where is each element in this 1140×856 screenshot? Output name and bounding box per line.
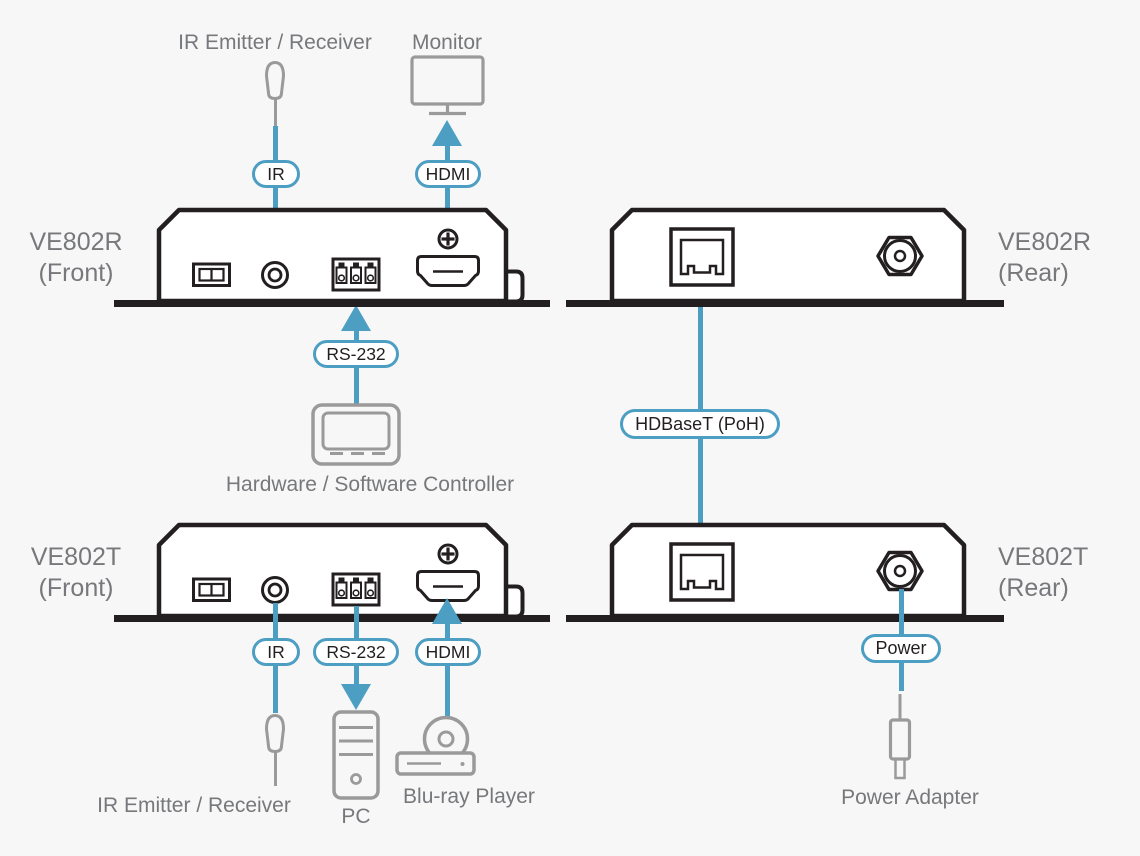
rs232-arrow-to-pc	[341, 684, 371, 710]
rj45-port	[669, 542, 735, 602]
ve802r-rear-device	[566, 207, 1004, 307]
hdmi-badge-r: HDMI	[415, 160, 481, 188]
hdmi-line-t	[445, 622, 450, 716]
hdmi-port	[416, 255, 480, 287]
rs232-badge-t: RS-232	[313, 638, 399, 666]
screw-icon	[437, 228, 459, 250]
controller-label: Hardware / Software Controller	[225, 473, 515, 496]
device-name: VE802T	[998, 543, 1089, 571]
pc-label: PC	[341, 805, 371, 828]
bluray-player-icon	[395, 715, 476, 776]
ve802r-front-device	[114, 207, 550, 307]
ir-emitter-cable	[273, 97, 277, 127]
hdmi-port	[416, 570, 480, 602]
device-view: (Front)	[38, 259, 114, 287]
pc-icon	[332, 710, 380, 800]
power-jack	[876, 235, 924, 277]
rs232-badge-r: RS-232	[313, 340, 399, 368]
ir-badge-t: IR	[252, 638, 300, 666]
hdmi-arrow-to-device	[432, 598, 462, 624]
dip-switch	[192, 262, 231, 287]
ir-emitter-receiver-top-label: IR Emitter / Receiver	[178, 31, 372, 54]
ve802t-front-device	[114, 522, 550, 622]
power-adapter-icon	[888, 694, 912, 780]
rs232-arrow-to-device	[341, 305, 371, 331]
ir-emitter-icon-bottom	[264, 713, 286, 754]
hdmi-badge-t: HDMI	[415, 638, 481, 666]
bluray-player-label: Blu-ray Player	[403, 785, 535, 808]
ir-emitter-cable-bottom	[273, 750, 277, 786]
hdbaset-badge: HDBaseT (PoH)	[620, 409, 780, 439]
ve802t-rear-title: VE802T (Rear)	[998, 542, 1128, 604]
power-adapter-label: Power Adapter	[841, 786, 979, 809]
hdmi-arrow-to-monitor	[432, 120, 462, 146]
rj45-port	[669, 227, 735, 287]
rs232-terminal-block	[331, 572, 381, 607]
monitor-icon	[410, 55, 485, 116]
device-view: (Rear)	[998, 574, 1069, 602]
screw-icon	[437, 543, 459, 565]
ir-badge-r: IR	[252, 160, 300, 188]
dip-switch	[192, 577, 231, 602]
controller-icon	[311, 403, 401, 466]
device-name: VE802T	[30, 543, 122, 571]
ve802t-rear-device	[566, 522, 1004, 622]
device-view: (Rear)	[998, 259, 1069, 287]
device-name: VE802R	[29, 228, 123, 256]
device-view: (Front)	[38, 574, 114, 602]
ir-line-r	[272, 126, 278, 262]
ve802r-front-title: VE802R (Front)	[18, 227, 134, 289]
ve802t-front-title: VE802T (Front)	[18, 542, 134, 604]
ir-emitter-icon	[264, 60, 286, 101]
rs232-terminal-block	[331, 257, 381, 292]
ir-emitter-receiver-bottom-label: IR Emitter / Receiver	[97, 794, 291, 817]
power-jack	[876, 550, 924, 592]
device-name: VE802R	[998, 228, 1092, 256]
power-badge: Power	[861, 634, 941, 663]
monitor-label: Monitor	[411, 31, 483, 54]
ir-port	[261, 261, 289, 289]
ir-port	[261, 576, 289, 604]
ve802r-rear-title: VE802R (Rear)	[998, 227, 1128, 289]
